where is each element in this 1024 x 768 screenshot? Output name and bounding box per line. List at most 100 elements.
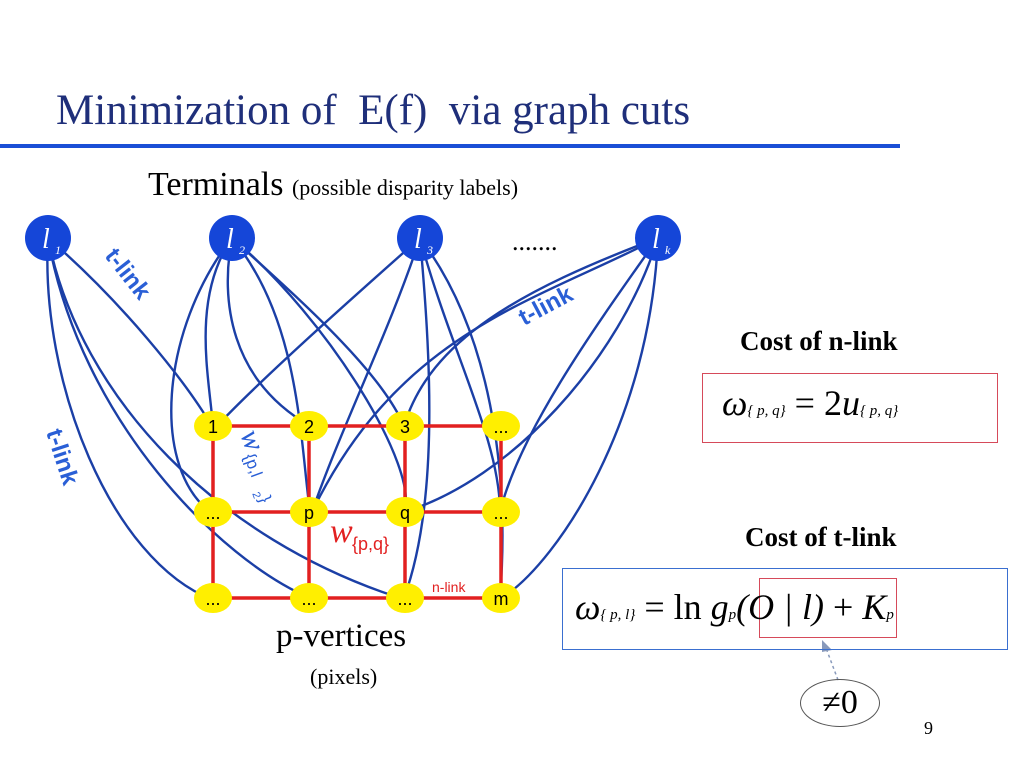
t-link-curve — [226, 237, 311, 428]
t-link-curve — [46, 237, 311, 600]
pixel-node-label: m — [494, 589, 509, 609]
nlink-cost-title: Cost of n-link — [740, 326, 898, 356]
nlink-formula-box — [702, 373, 998, 443]
t-link-curve — [214, 237, 421, 429]
nlink-omega-sub: { p, q} — [747, 403, 786, 419]
terminal-ellipsis: ....... — [512, 227, 558, 256]
t-link-curve — [46, 237, 401, 600]
pixel-node: 1 — [194, 411, 232, 441]
pixel-node-q: q — [386, 497, 424, 527]
t-link-curve — [498, 237, 659, 513]
tlink-formula: ω{ p, l} = ln gp(O | l) + Kp — [575, 586, 894, 628]
w-p-q-label: w {p,q} — [330, 513, 389, 554]
pixel-node-label: ... — [397, 589, 412, 609]
pixel-node-label: 3 — [400, 417, 410, 437]
t-link-curve — [170, 237, 233, 515]
terminal-l1-main: l — [42, 224, 50, 255]
terminal-node-l3: l 3 — [397, 215, 443, 261]
terminals-heading-text: Terminals — [148, 166, 284, 203]
terminal-node-l1: l 1 — [25, 215, 71, 261]
nonzero-annotation: ≠0 — [800, 679, 880, 727]
tlink-plus: + — [833, 587, 854, 627]
pixel-node-label: ... — [301, 589, 316, 609]
w-p-l2-subsub: 2 — [249, 490, 262, 500]
t-link-curve — [47, 237, 215, 429]
terminal-l2-sub: 2 — [239, 243, 245, 257]
tlink-ln: ln — [673, 587, 702, 627]
t-link-curve — [231, 237, 406, 427]
pixel-node-label: 1 — [208, 417, 218, 437]
t-link-curve — [204, 237, 233, 429]
pixel-node-label: ... — [493, 503, 508, 523]
t-link-curve — [402, 237, 431, 599]
pixel-node: ... — [482, 497, 520, 527]
terminal-l3-sub: 3 — [426, 243, 433, 257]
tlink-omega: ω — [575, 587, 601, 627]
tlink-formula-box — [562, 568, 1008, 650]
t-link-curve — [402, 236, 659, 427]
terminal-node-lk: l k — [635, 215, 681, 261]
w-p-l2-sub: {p,l — [240, 451, 266, 480]
t-link-curve — [231, 237, 312, 513]
tlink-g-sub: p — [728, 607, 737, 623]
slide-title: Minimization of E(f) via graph cuts — [56, 87, 691, 134]
pixel-node-label: p — [304, 503, 314, 523]
terminal-nodes: l 1 l 2 l 3 l k ....... — [25, 215, 681, 261]
t-link-curve — [46, 237, 214, 602]
pvertices-sublabel: (pixels) — [310, 664, 378, 689]
tlink-omega-sub: { p, l} — [600, 607, 636, 623]
t-link-curve — [418, 237, 502, 513]
t-link-curve — [310, 236, 659, 513]
pixel-node-label: ... — [493, 417, 508, 437]
terminals-subheading: (possible disparity labels) — [291, 175, 519, 200]
tlink-cost-title: Cost of t-link — [745, 522, 897, 552]
pixel-node-label: 2 — [304, 417, 314, 437]
nlink-omega: ω — [722, 383, 748, 423]
pixel-node: ... — [290, 583, 328, 613]
w-p-l2-main: w — [233, 425, 271, 455]
t-link-curves — [46, 236, 660, 602]
tlink-args: (O | l) — [736, 587, 825, 627]
pvertices-label: p-vertices — [276, 618, 407, 654]
terminal-l2-main: l — [226, 224, 234, 255]
terminal-node-l2: l 2 — [209, 215, 255, 261]
terminal-lk-sub: k — [665, 243, 671, 257]
terminal-lk-main: l — [652, 224, 660, 255]
nlink-formula: ω{ p, q} = 2u{ p, q} — [722, 382, 898, 424]
terminal-l3-main: l — [414, 224, 422, 255]
pixel-node-p: p — [290, 497, 328, 527]
n-link-grid — [211, 424, 503, 600]
tlink-K-sub: p — [886, 607, 894, 623]
nlink-equals: = — [794, 383, 815, 423]
pixel-node: 2 — [290, 411, 328, 441]
pixel-node-m: m — [482, 583, 520, 613]
pixel-node: ... — [386, 583, 424, 613]
t-link-curve — [310, 237, 422, 513]
gp-highlight-box — [759, 578, 897, 638]
t-link-curve — [403, 237, 660, 514]
pixel-node-label: ... — [205, 503, 220, 523]
terminals-heading: Terminals (possible disparity labels) — [148, 166, 518, 204]
tlink-g: g — [710, 587, 729, 627]
pixel-node-label: ... — [205, 589, 220, 609]
pixel-node: ... — [194, 497, 232, 527]
pixel-node: ... — [194, 583, 232, 613]
pixel-nodes: 1 2 3 ... ... p q ... ... ... ... m — [194, 411, 520, 613]
terminal-l1-sub: 1 — [55, 243, 61, 257]
t-link-label: t-link — [514, 280, 578, 331]
pixel-node-label: q — [400, 503, 410, 523]
pixel-node: 3 — [386, 411, 424, 441]
tlink-equals: = — [644, 587, 665, 627]
nlink-u: u — [841, 383, 860, 423]
title-underline — [0, 144, 900, 148]
page-number: 9 — [924, 718, 933, 738]
nlink-u-sub: { p, q} — [859, 403, 899, 419]
t-link-label: t-link — [40, 426, 84, 489]
pixel-node: ... — [482, 411, 520, 441]
w-p-q-main: w — [330, 513, 353, 550]
w-p-l2-label: w {p,l 2 } — [233, 425, 275, 505]
n-link-label: n-link — [432, 579, 466, 595]
tlink-K: K — [862, 587, 887, 627]
w-p-q-sub: {p,q} — [352, 534, 389, 554]
